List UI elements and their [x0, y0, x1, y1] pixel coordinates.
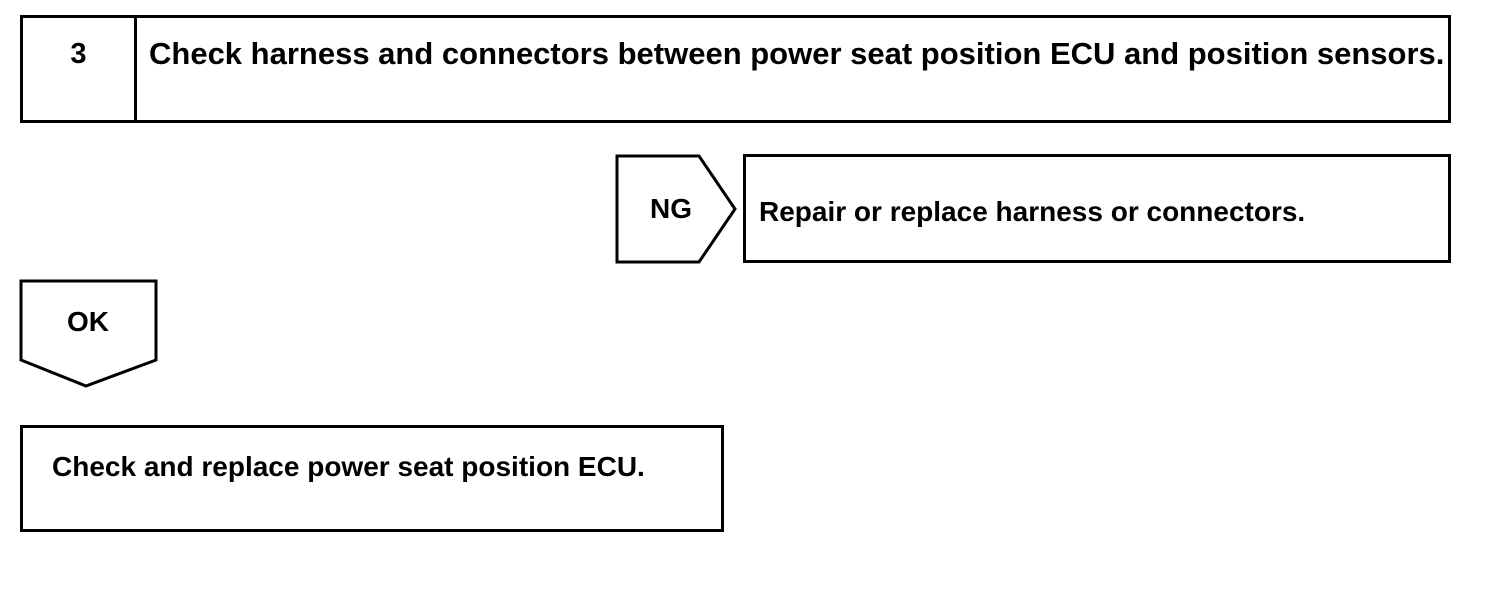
step-box: 3 Check harness and connectors between p… [20, 15, 1451, 123]
ok-action-box: Check and replace power seat position EC… [20, 425, 724, 532]
step-number: 3 [23, 18, 137, 120]
ng-action-text: Repair or replace harness or connectors. [759, 196, 1306, 227]
ng-label: NG [650, 193, 692, 224]
ok-label: OK [67, 306, 109, 337]
ng-action-box: Repair or replace harness or connectors. [743, 154, 1451, 263]
step-description: Check harness and connectors between pow… [149, 36, 1445, 71]
ok-action-text: Check and replace power seat position EC… [52, 451, 645, 482]
